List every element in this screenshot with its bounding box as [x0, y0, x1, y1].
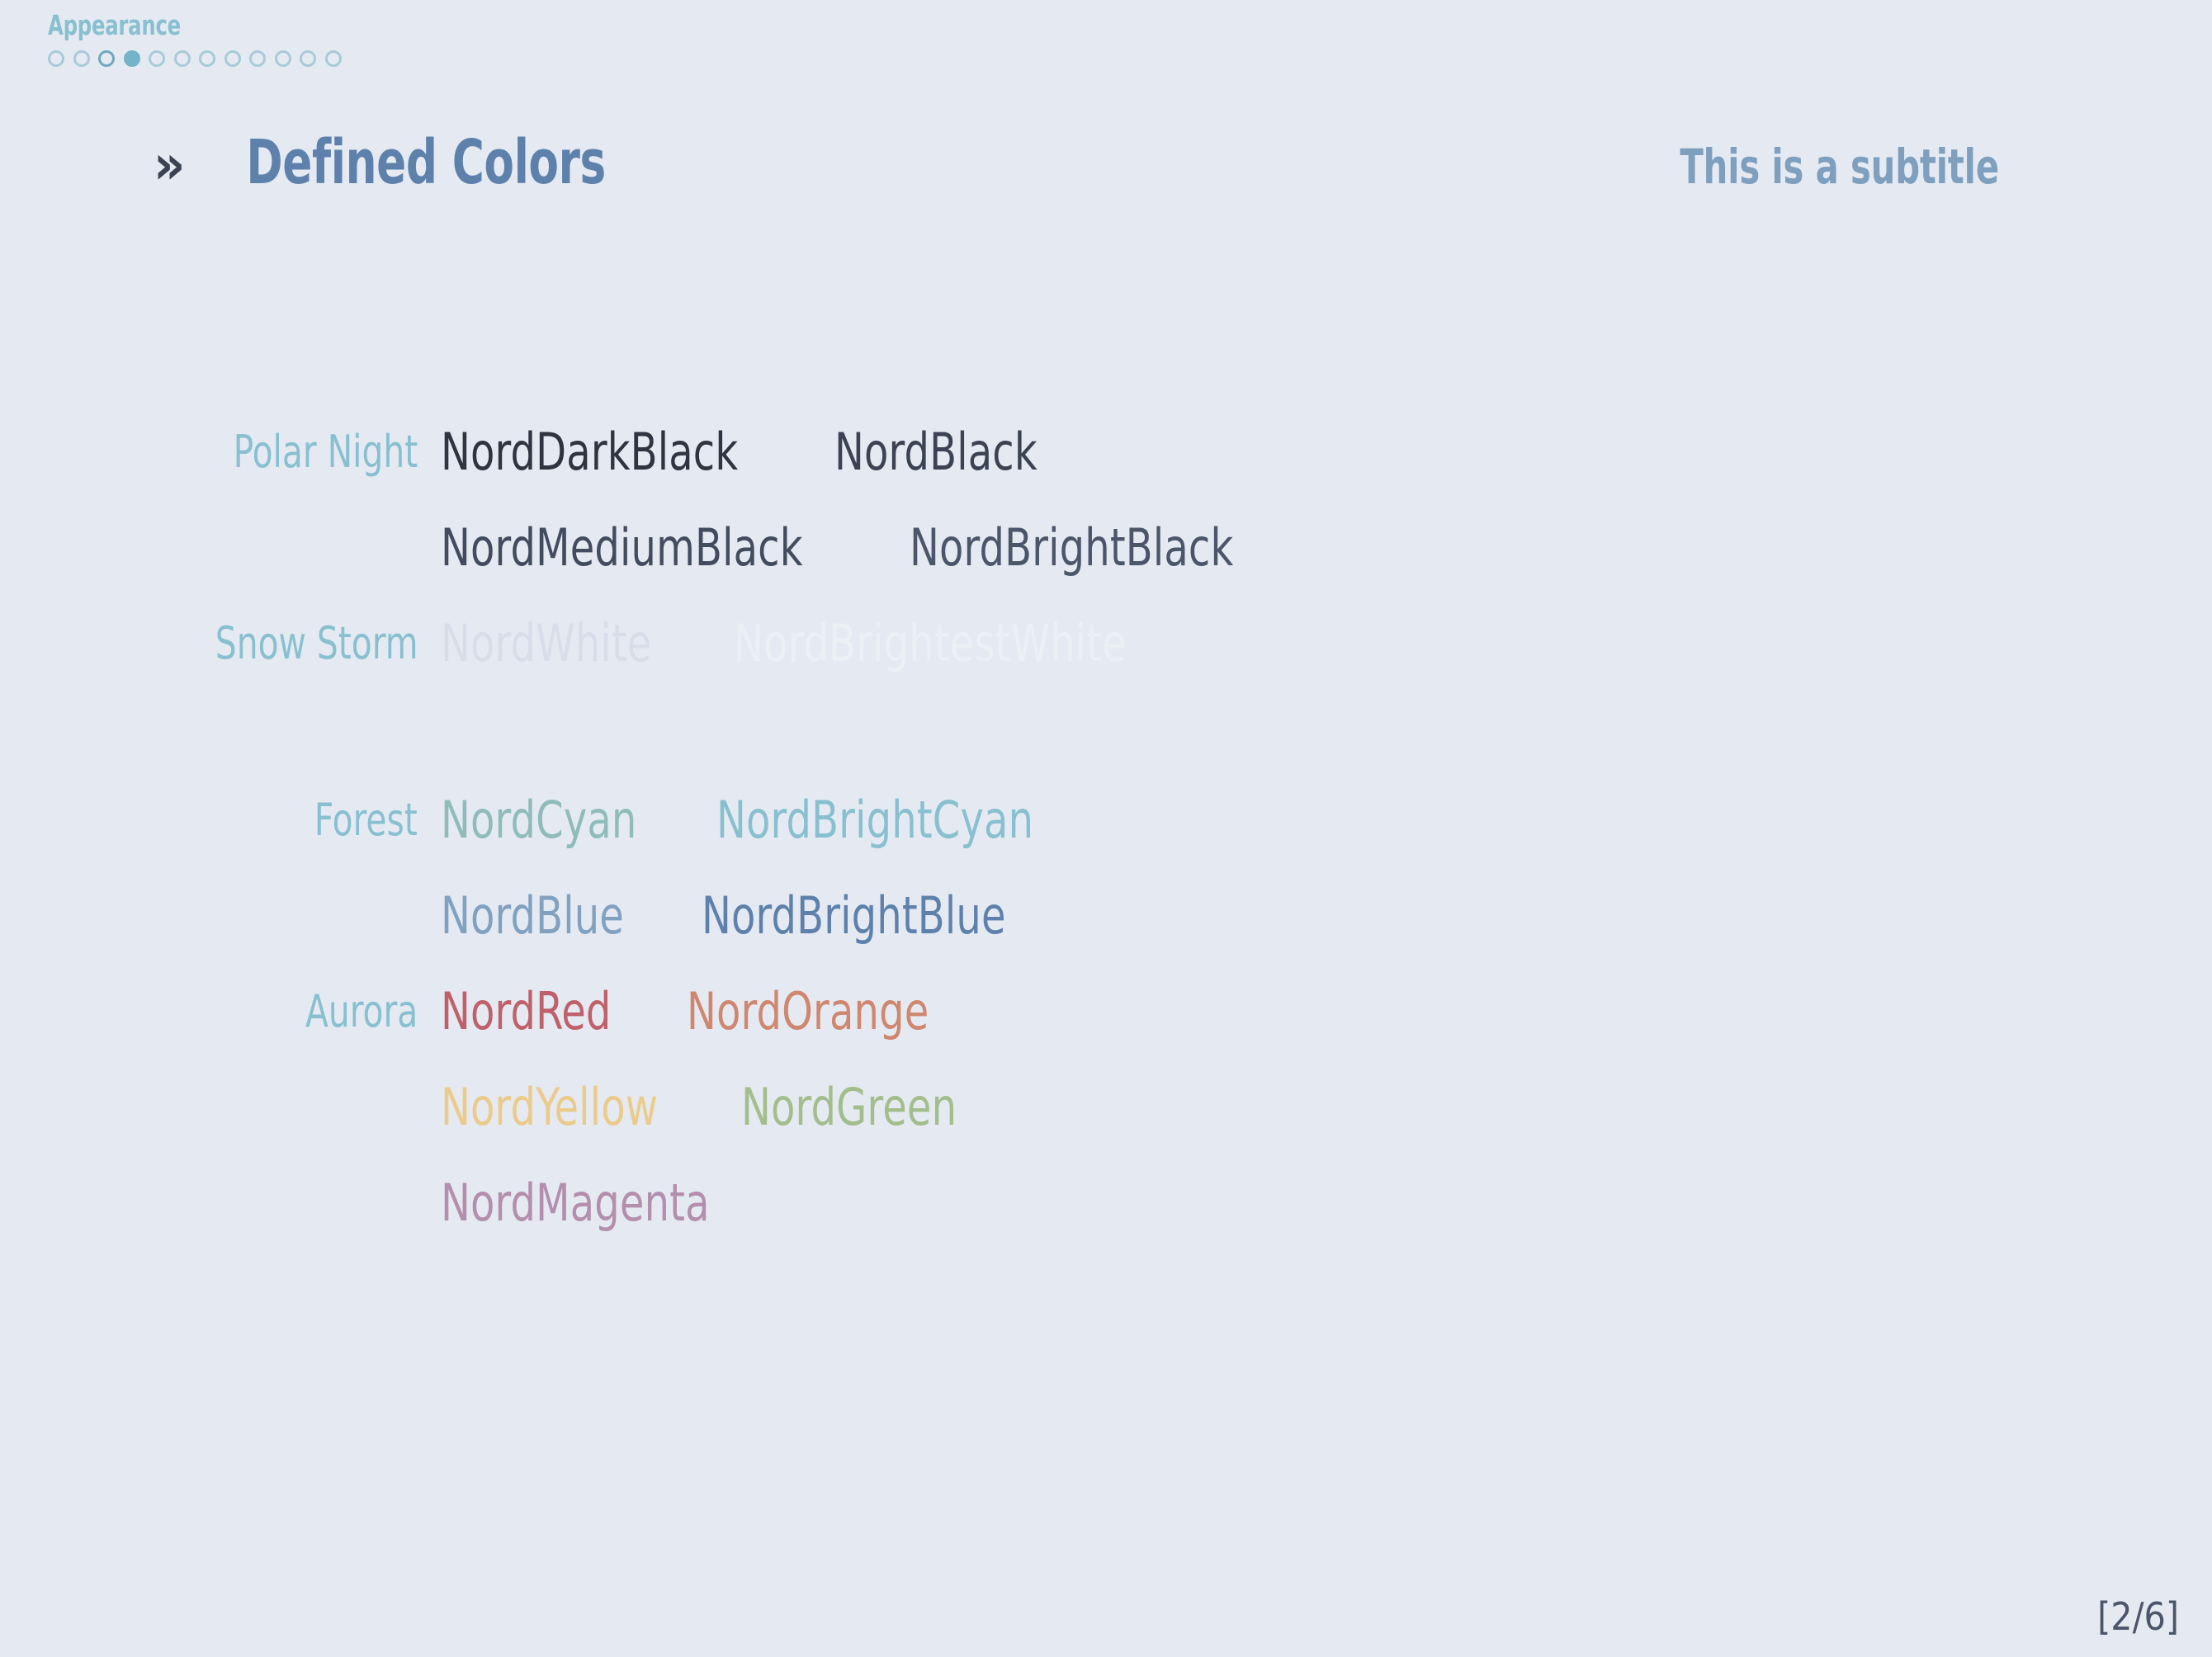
color-group-label-cell: Forest	[0, 779, 418, 862]
color-name-line: NordDarkBlack NordBlack	[441, 411, 2212, 507]
section-name-label: Appearance	[48, 9, 181, 41]
color-group-label-cell: Aurora	[0, 970, 418, 1053]
page-title: Defined Colors	[246, 127, 607, 198]
page-subtitle: This is a subtitle	[1680, 139, 1999, 195]
color-swatch-name: NordBrightBlue	[702, 885, 1006, 946]
progress-dot-9-idle[interactable]	[249, 50, 266, 67]
progress-dot-5-idle[interactable]	[149, 50, 165, 67]
progress-dot-1-idle[interactable]	[48, 50, 64, 67]
color-group-label: Polar Night	[233, 426, 418, 478]
color-name-line: NordMagenta	[441, 1162, 2212, 1258]
color-swatch-name: NordGreen	[740, 1077, 957, 1137]
color-swatch-name: NordRed	[441, 981, 612, 1041]
color-name-line: NordCyan NordBrightCyan	[441, 779, 2212, 875]
color-swatch-name: NordWhite	[441, 613, 652, 673]
color-name-line: NordWhite NordBrightestWhite	[441, 602, 2212, 698]
frame-title-group: » Defined Colors	[154, 132, 651, 193]
progress-dot-3-marker[interactable]	[98, 50, 115, 67]
color-group: Snow Storm NordWhite NordBrightestWhite	[0, 602, 2212, 698]
chevron-double-right-icon: »	[154, 133, 186, 196]
progress-dot-6-idle[interactable]	[173, 50, 191, 67]
color-name-line: NordRed NordOrange	[441, 970, 2212, 1066]
progress-dot-12-idle[interactable]	[324, 50, 342, 67]
color-name-line: NordBlue NordBrightBlue	[441, 875, 2212, 970]
color-swatch-name: NordMagenta	[441, 1173, 710, 1233]
color-group-values: NordWhite NordBrightestWhite	[418, 602, 2212, 698]
frame-header: » Defined Colors This is a subtitle	[154, 132, 2039, 193]
progress-dot-8-idle[interactable]	[224, 50, 241, 67]
progress-dot-4-current[interactable]	[123, 50, 140, 67]
color-group-label: Forest	[314, 794, 418, 846]
color-name-line: NordMediumBlack NordBrightBlack	[441, 507, 2212, 602]
slide-progress-dots[interactable]	[48, 50, 2161, 67]
color-swatch-name: NordMediumBlack	[441, 517, 803, 578]
color-group-label: Snow Storm	[215, 617, 418, 669]
color-swatch-name: NordBlack	[834, 422, 1037, 482]
color-swatch-name: NordBrightCyan	[716, 790, 1034, 850]
color-group-label: Aurora	[305, 985, 418, 1037]
progress-dot-2-idle[interactable]	[73, 50, 90, 67]
progress-dot-7-idle[interactable]	[199, 50, 215, 67]
color-swatch-name: NordCyan	[441, 790, 637, 850]
color-group-label-cell: Polar Night	[0, 411, 418, 493]
color-swatch-name: NordBrightBlack	[910, 517, 1234, 578]
page-number: [2/6]	[2097, 1594, 2179, 1639]
group-spacer	[0, 698, 2212, 779]
color-swatch-name: NordOrange	[687, 981, 929, 1041]
color-swatch-name: NordBlue	[441, 885, 625, 946]
color-name-line: NordYellow NordGreen	[441, 1066, 2212, 1162]
color-swatch-name: NordBrightestWhite	[734, 613, 1127, 673]
color-swatch-name: NordYellow	[441, 1077, 659, 1137]
section-progress-bar: Appearance	[48, 12, 2161, 67]
color-group-label-cell: Snow Storm	[0, 602, 418, 685]
color-swatch-name: NordDarkBlack	[441, 422, 739, 482]
progress-dot-11-idle[interactable]	[300, 50, 316, 67]
progress-dot-10-idle[interactable]	[274, 50, 291, 67]
